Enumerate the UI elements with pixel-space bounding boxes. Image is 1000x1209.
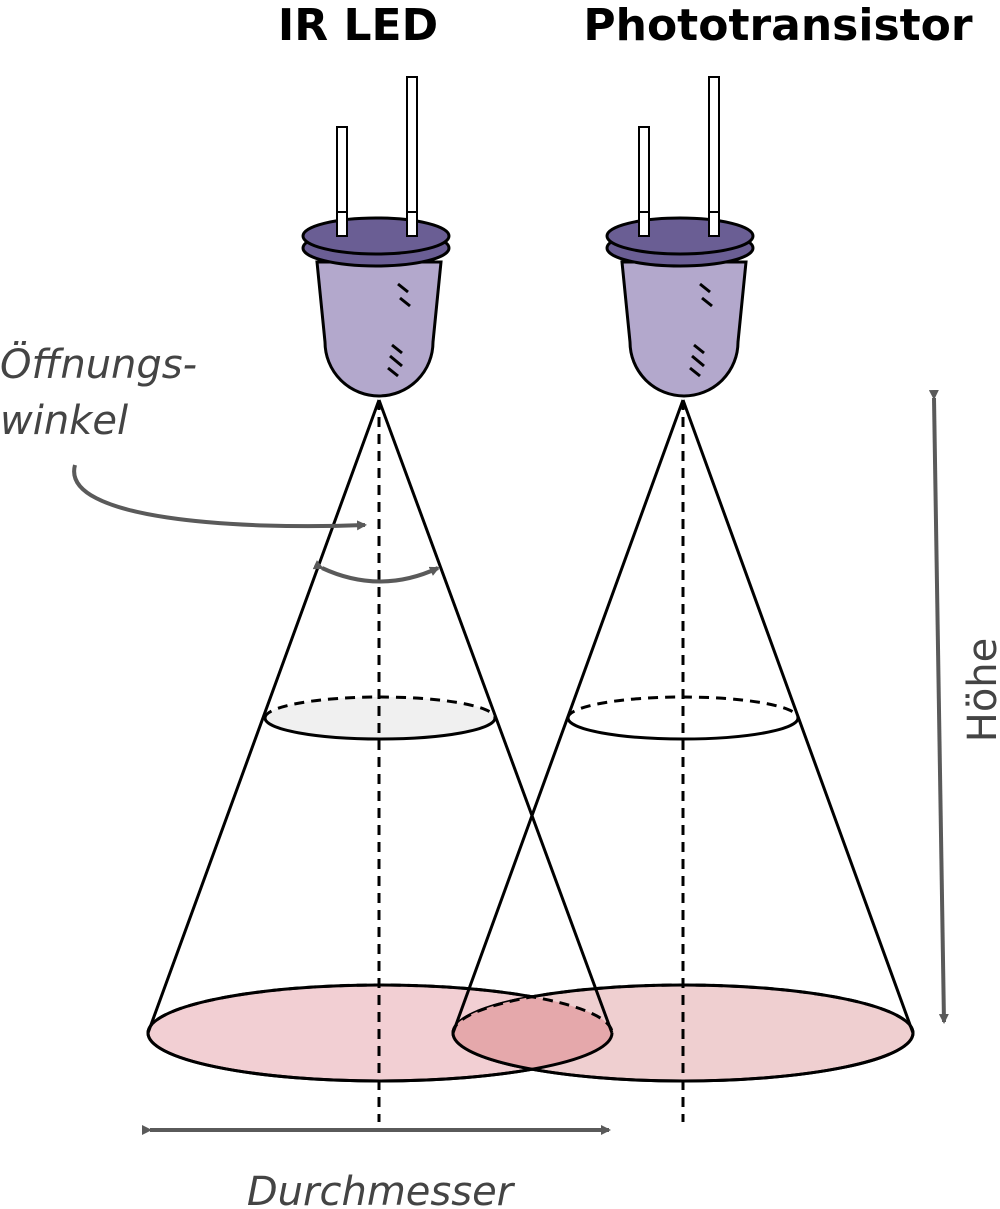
pt-body bbox=[620, 260, 748, 398]
overlap-region bbox=[453, 985, 612, 1081]
ir-led bbox=[301, 76, 451, 398]
led-mid-section bbox=[263, 717, 497, 741]
led-cone-right bbox=[377, 399, 614, 1034]
led-cone-left bbox=[146, 399, 381, 1034]
angle-pointer-arrow bbox=[72, 464, 367, 531]
angle-label-line2: winkel bbox=[0, 398, 128, 444]
height-arrow bbox=[928, 389, 949, 1024]
led-body bbox=[315, 260, 443, 398]
led-glare-icon bbox=[387, 282, 411, 378]
led-flange-top bbox=[301, 216, 451, 256]
pt-cone-right bbox=[681, 399, 915, 1034]
pt-mid-section bbox=[566, 717, 800, 741]
phototransistor-title: Phototransistor bbox=[583, 0, 973, 51]
pt-glare-icon bbox=[689, 282, 713, 378]
led-title: IR LED bbox=[278, 0, 438, 51]
angle-arc-arrow bbox=[312, 560, 440, 584]
pt-flange-top bbox=[605, 216, 755, 256]
angle-label-line1: Öffnungs- bbox=[0, 340, 197, 388]
pt-cone-left bbox=[451, 399, 685, 1034]
phototransistor bbox=[605, 76, 755, 398]
height-label: Höhe bbox=[960, 638, 1000, 743]
diameter-label: Durchmesser bbox=[247, 1169, 516, 1209]
